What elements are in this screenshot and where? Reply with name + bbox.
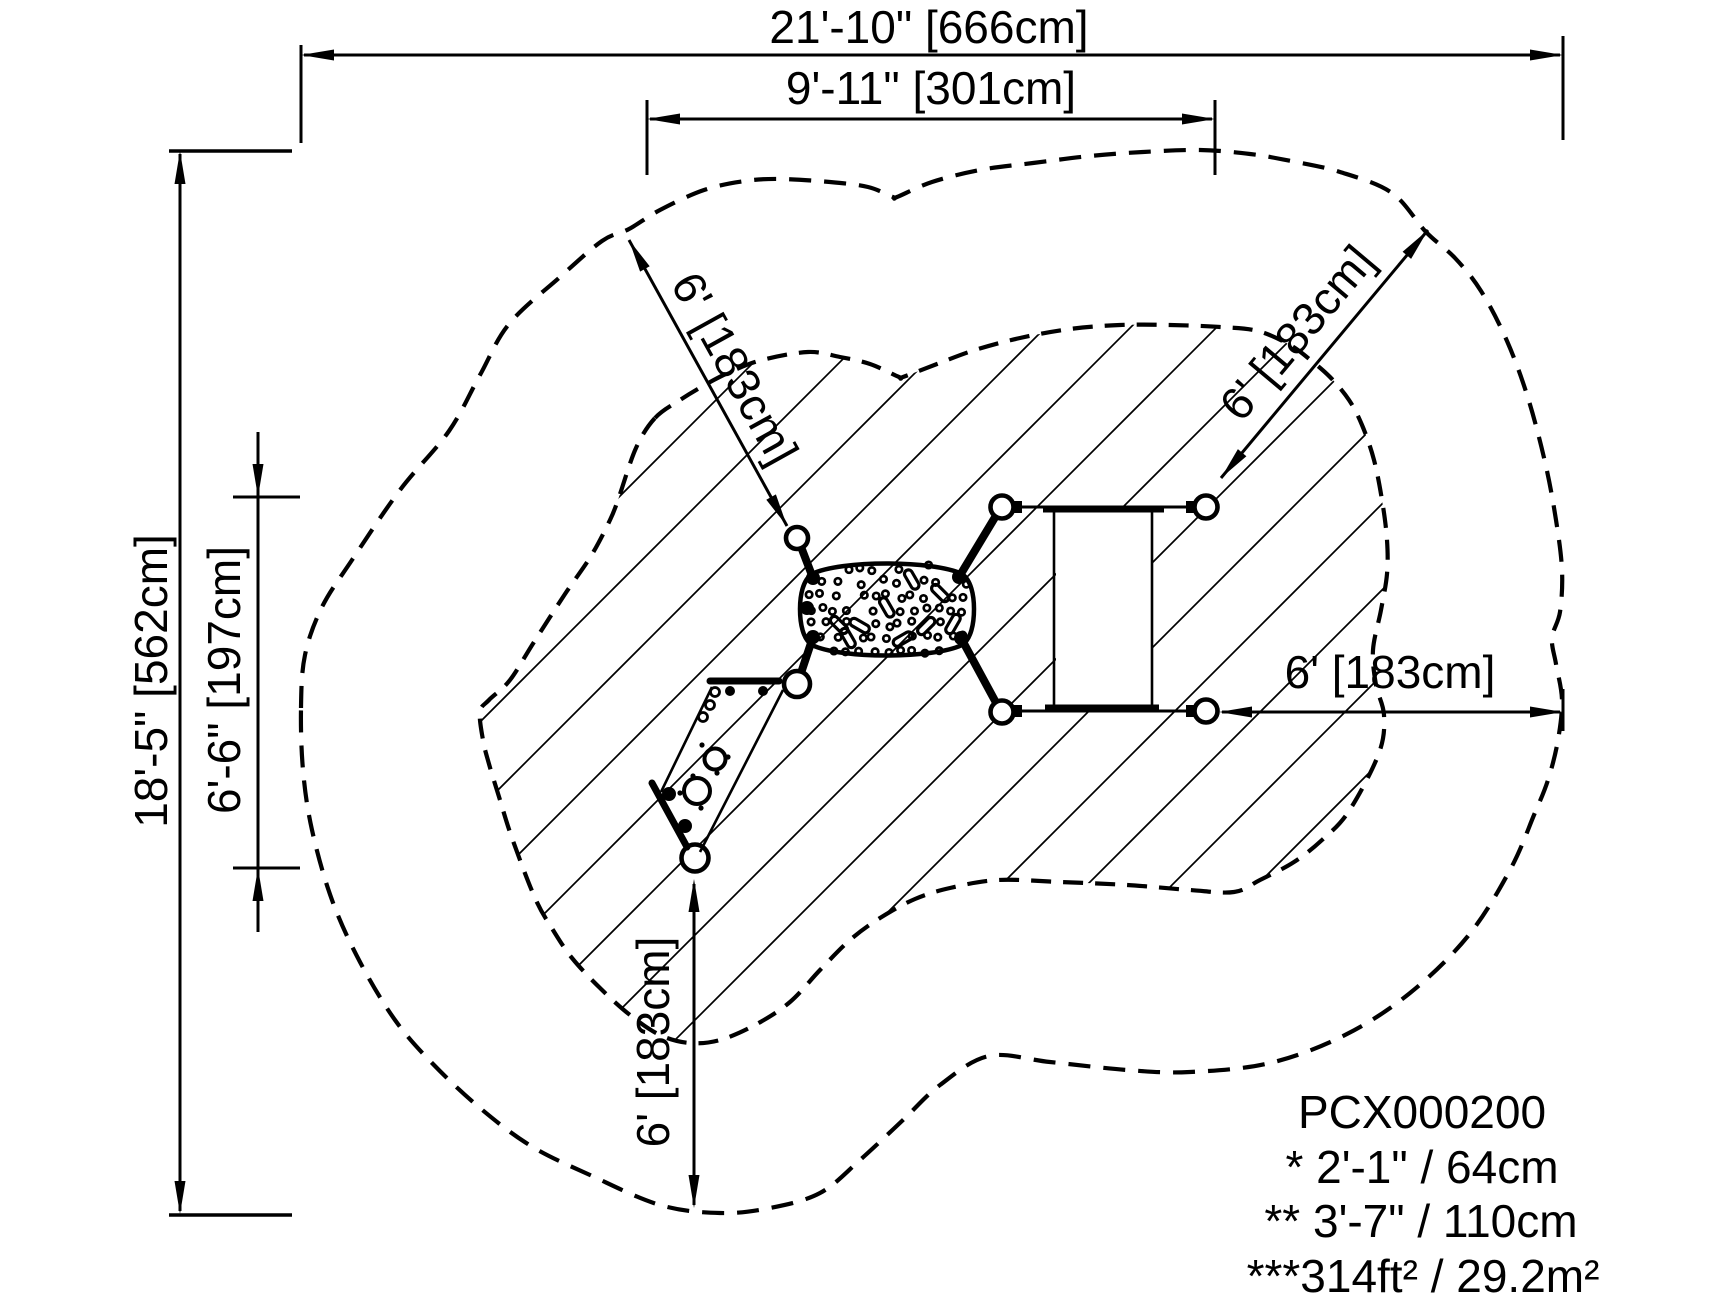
- svg-text:** 3'-7" / 110cm: ** 3'-7" / 110cm: [1264, 1195, 1577, 1247]
- svg-text:6'-6" [197cm]: 6'-6" [197cm]: [198, 546, 250, 814]
- svg-text:21'-10" [666cm]: 21'-10" [666cm]: [769, 1, 1088, 53]
- svg-text:* 2'-1" / 64cm: * 2'-1" / 64cm: [1285, 1141, 1558, 1193]
- svg-text:PCX000200: PCX000200: [1298, 1086, 1546, 1138]
- svg-text:18'-5" [562cm]: 18'-5" [562cm]: [125, 534, 177, 828]
- svg-text:9'-11" [301cm]: 9'-11" [301cm]: [786, 62, 1076, 114]
- svg-text:6' [183cm]: 6' [183cm]: [1285, 646, 1496, 698]
- svg-text:***314ft² / 29.2m²: ***314ft² / 29.2m²: [1247, 1250, 1600, 1297]
- svg-text:6' [183cm]: 6' [183cm]: [627, 937, 679, 1148]
